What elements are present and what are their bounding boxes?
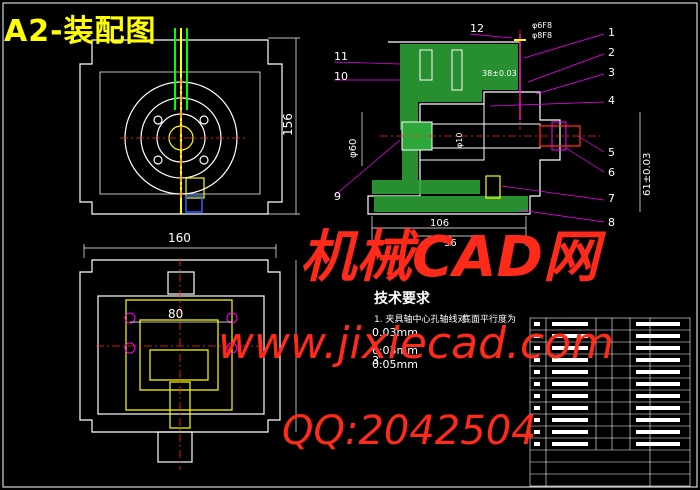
tech-val-1: 0.03mm: [372, 326, 418, 339]
dim-38: 38±0.03: [482, 69, 517, 78]
part-number-7: 7: [608, 192, 615, 205]
dim-61: 61±0.03: [642, 153, 653, 196]
dim-80: 80: [168, 307, 183, 321]
part-number-11: 11: [334, 50, 348, 63]
dim-106: 106: [430, 218, 449, 229]
dim-phi10: φ10: [455, 133, 464, 148]
tech-requirements-heading: 技术要求: [374, 291, 430, 307]
tech-val-3: 0.05mm: [372, 358, 418, 371]
part-number-4: 4: [608, 94, 615, 107]
part-number-10: 10: [334, 70, 348, 83]
part-number-6: 6: [608, 166, 615, 179]
dim-160: 160: [168, 231, 191, 245]
tech-val-2: 0.03mm: [372, 344, 418, 357]
part-number-3: 3: [608, 66, 615, 79]
part-number-1: 1: [608, 26, 615, 39]
dim-156-lines: [268, 37, 300, 215]
part-number-8: 8: [608, 216, 615, 229]
section-view: [367, 34, 581, 215]
tech-item-3-prefix: 3.: [372, 354, 383, 367]
part-number-5: 5: [608, 146, 615, 159]
top-view: [79, 259, 281, 463]
dim-phi60: φ60: [348, 139, 359, 158]
part-number-9: 9: [334, 190, 341, 203]
watermark-url: www.jixiecad.com: [218, 318, 614, 369]
dim-36: 36: [444, 238, 457, 249]
dim-156: 156: [281, 113, 295, 136]
watermark-brand: 机械CAD网: [300, 225, 599, 290]
dim-phi6f8: φ6F8: [532, 21, 552, 30]
part-number-2: 2: [608, 46, 615, 59]
tech-item-2-prefix: 2.: [372, 340, 383, 353]
drawing-title: A2-装配图: [4, 14, 157, 49]
dim-phi8f8: φ8F8: [532, 31, 552, 40]
tech-item-1: 1. 夹具轴中心孔轴线对: [374, 315, 467, 325]
tech-item-1-right: 底面平行度为: [462, 315, 517, 325]
part-number-12: 12: [470, 22, 484, 35]
watermark-qq: QQ:2042504: [282, 408, 537, 454]
